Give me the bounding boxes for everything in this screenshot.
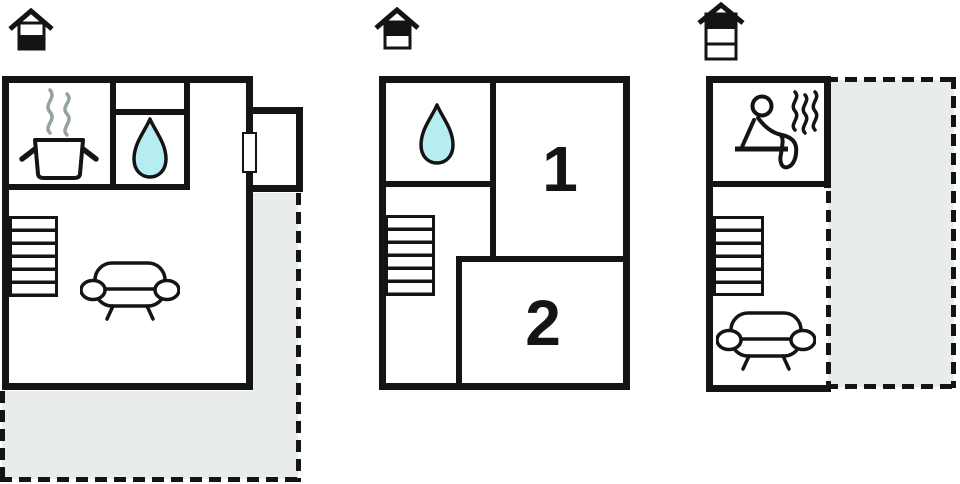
house-level-ground-icon bbox=[8, 8, 54, 51]
balcony-dashed-border bbox=[951, 77, 956, 388]
interior-wall bbox=[110, 76, 116, 190]
interior-wall bbox=[110, 109, 190, 115]
stairs-icon bbox=[385, 215, 435, 296]
sofa-icon bbox=[80, 261, 180, 321]
house-level-middle-icon bbox=[374, 7, 420, 50]
room-2-label: 2 bbox=[525, 287, 561, 359]
terrace-area bbox=[2, 391, 298, 479]
interior-wall bbox=[706, 181, 831, 187]
steam-icon bbox=[46, 88, 71, 137]
terrace-dashed-border bbox=[0, 477, 301, 482]
sofa-icon bbox=[716, 311, 816, 371]
water-drop-icon bbox=[419, 103, 455, 165]
room-1-label: 1 bbox=[542, 133, 578, 205]
balcony-dashed-border bbox=[826, 77, 831, 388]
house-level-top-icon bbox=[697, 2, 745, 61]
cooking-pot-icon bbox=[19, 88, 99, 180]
interior-wall bbox=[2, 184, 190, 190]
building-outline bbox=[824, 76, 831, 188]
building-outline bbox=[706, 385, 831, 392]
interior-wall bbox=[184, 76, 190, 190]
balcony-dashed-border bbox=[826, 384, 956, 389]
interior-wall bbox=[379, 181, 496, 187]
stairs-icon bbox=[9, 216, 58, 297]
interior-wall bbox=[490, 76, 496, 262]
water-drop-icon bbox=[132, 117, 168, 179]
building-outline bbox=[706, 76, 713, 392]
balcony-area bbox=[828, 80, 954, 387]
building-outline bbox=[706, 76, 831, 83]
interior-wall bbox=[456, 256, 462, 390]
terrace-dashed-border bbox=[296, 193, 301, 482]
steam-icon bbox=[791, 90, 819, 135]
terrace-dashed-border bbox=[0, 391, 5, 482]
interior-wall bbox=[456, 256, 630, 262]
stairs-icon bbox=[713, 216, 764, 296]
sauna-icon bbox=[735, 90, 819, 170]
entrance-door bbox=[242, 132, 257, 173]
balcony-dashed-border bbox=[826, 77, 956, 82]
